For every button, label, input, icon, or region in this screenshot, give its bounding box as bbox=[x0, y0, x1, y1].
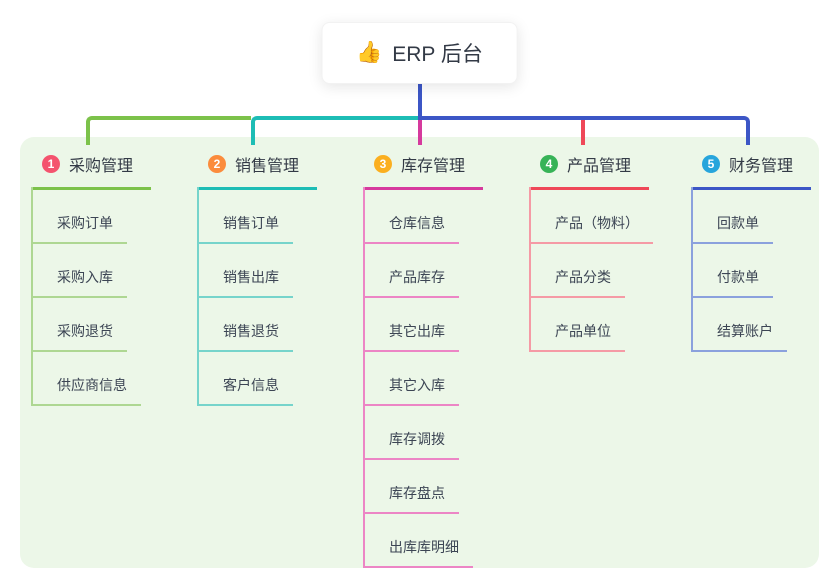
branch-node-4[interactable]: 4 产品管理 bbox=[529, 146, 649, 190]
branch-children: 回款单付款单结算账户 bbox=[691, 187, 811, 352]
child-node-row: 销售出库 bbox=[197, 244, 317, 298]
root-node-label: ERP 后台 bbox=[392, 43, 483, 66]
child-node-row: 销售订单 bbox=[197, 190, 317, 244]
thumbs-up-icon: 👍 bbox=[356, 41, 383, 64]
child-node[interactable]: 库存调拨 bbox=[363, 429, 459, 460]
child-node-row: 采购退货 bbox=[31, 298, 151, 352]
branch-label: 销售管理 bbox=[235, 158, 300, 175]
child-node-row: 回款单 bbox=[691, 190, 811, 244]
branch-label: 财务管理 bbox=[729, 158, 794, 175]
root-node[interactable]: 👍 ERP 后台 bbox=[321, 22, 518, 84]
branch-number-badge: 1 bbox=[42, 155, 60, 173]
connector-branch-2 bbox=[251, 116, 418, 145]
child-node[interactable]: 出库库明细 bbox=[363, 537, 473, 568]
branch-number-badge: 4 bbox=[540, 155, 558, 173]
child-node[interactable]: 其它入库 bbox=[363, 375, 459, 406]
child-node[interactable]: 回款单 bbox=[691, 213, 773, 244]
child-node[interactable]: 客户信息 bbox=[197, 375, 293, 406]
branch-number-badge: 3 bbox=[374, 155, 392, 173]
branch-child-connector bbox=[363, 187, 365, 568]
branch-node-1[interactable]: 1 采购管理 bbox=[31, 146, 151, 190]
child-node-row: 其它出库 bbox=[363, 298, 483, 352]
child-node[interactable]: 产品单位 bbox=[529, 321, 625, 352]
canvas-panel bbox=[20, 137, 819, 568]
child-node[interactable]: 采购订单 bbox=[31, 213, 127, 244]
child-node-row: 销售退货 bbox=[197, 298, 317, 352]
connector-branch-1 bbox=[86, 116, 251, 145]
connector-branch-4-drop bbox=[581, 120, 585, 145]
branch-label: 产品管理 bbox=[567, 158, 632, 175]
child-node-row: 采购订单 bbox=[31, 190, 151, 244]
branch-children: 产品（物料） 产品分类产品单位 bbox=[529, 187, 653, 352]
child-node[interactable]: 付款单 bbox=[691, 267, 773, 298]
child-node[interactable]: 结算账户 bbox=[691, 321, 787, 352]
child-node-row: 库存盘点 bbox=[363, 460, 483, 514]
connector-root-stem bbox=[418, 82, 422, 120]
child-node-row: 结算账户 bbox=[691, 298, 811, 352]
child-node[interactable]: 采购退货 bbox=[31, 321, 127, 352]
child-node-row: 出库库明细 bbox=[363, 514, 483, 568]
child-node-row: 付款单 bbox=[691, 244, 811, 298]
branch-children: 仓库信息产品库存其它出库其它入库库存调拨库存盘点出库库明细 bbox=[363, 187, 483, 568]
child-node-row: 供应商信息 bbox=[31, 352, 151, 406]
child-node-row: 客户信息 bbox=[197, 352, 317, 406]
branch-column-3: 3 库存管理仓库信息产品库存其它出库其它入库库存调拨库存盘点出库库明细 bbox=[363, 146, 483, 568]
child-node[interactable]: 其它出库 bbox=[363, 321, 459, 352]
child-node-row: 采购入库 bbox=[31, 244, 151, 298]
child-node[interactable]: 产品（物料） bbox=[529, 213, 653, 244]
branch-node-2[interactable]: 2 销售管理 bbox=[197, 146, 317, 190]
child-node[interactable]: 供应商信息 bbox=[31, 375, 141, 406]
child-node-row: 库存调拨 bbox=[363, 406, 483, 460]
child-node-row: 产品单位 bbox=[529, 298, 649, 352]
branch-children: 采购订单采购入库采购退货供应商信息 bbox=[31, 187, 151, 406]
child-node[interactable]: 产品库存 bbox=[363, 267, 459, 298]
branch-label: 库存管理 bbox=[401, 158, 466, 175]
child-node-row: 产品库存 bbox=[363, 244, 483, 298]
child-node[interactable]: 仓库信息 bbox=[363, 213, 459, 244]
child-node[interactable]: 销售订单 bbox=[197, 213, 293, 244]
branch-child-connector bbox=[691, 187, 693, 352]
branch-column-5: 5 财务管理回款单付款单结算账户 bbox=[691, 146, 811, 352]
branch-node-5[interactable]: 5 财务管理 bbox=[691, 146, 811, 190]
child-node[interactable]: 销售退货 bbox=[197, 321, 293, 352]
child-node-row: 仓库信息 bbox=[363, 190, 483, 244]
branch-number-badge: 5 bbox=[702, 155, 720, 173]
branch-column-1: 1 采购管理采购订单采购入库采购退货供应商信息 bbox=[31, 146, 151, 406]
child-node-row: 其它入库 bbox=[363, 352, 483, 406]
branch-column-4: 4 产品管理产品（物料） 产品分类产品单位 bbox=[529, 146, 653, 352]
child-node[interactable]: 采购入库 bbox=[31, 267, 127, 298]
child-node[interactable]: 产品分类 bbox=[529, 267, 625, 298]
branch-number-badge: 2 bbox=[208, 155, 226, 173]
child-node[interactable]: 销售出库 bbox=[197, 267, 293, 298]
branch-child-connector bbox=[529, 187, 531, 352]
branch-label: 采购管理 bbox=[69, 158, 134, 175]
child-node[interactable]: 库存盘点 bbox=[363, 483, 459, 514]
connector-branch-5 bbox=[418, 116, 750, 145]
child-node-row: 产品分类 bbox=[529, 244, 649, 298]
branch-children: 销售订单销售出库销售退货客户信息 bbox=[197, 187, 317, 406]
branch-column-2: 2 销售管理销售订单销售出库销售退货客户信息 bbox=[197, 146, 317, 406]
child-node-row: 产品（物料） bbox=[529, 190, 653, 244]
connector-branch-3-drop bbox=[418, 120, 422, 145]
branch-node-3[interactable]: 3 库存管理 bbox=[363, 146, 483, 190]
